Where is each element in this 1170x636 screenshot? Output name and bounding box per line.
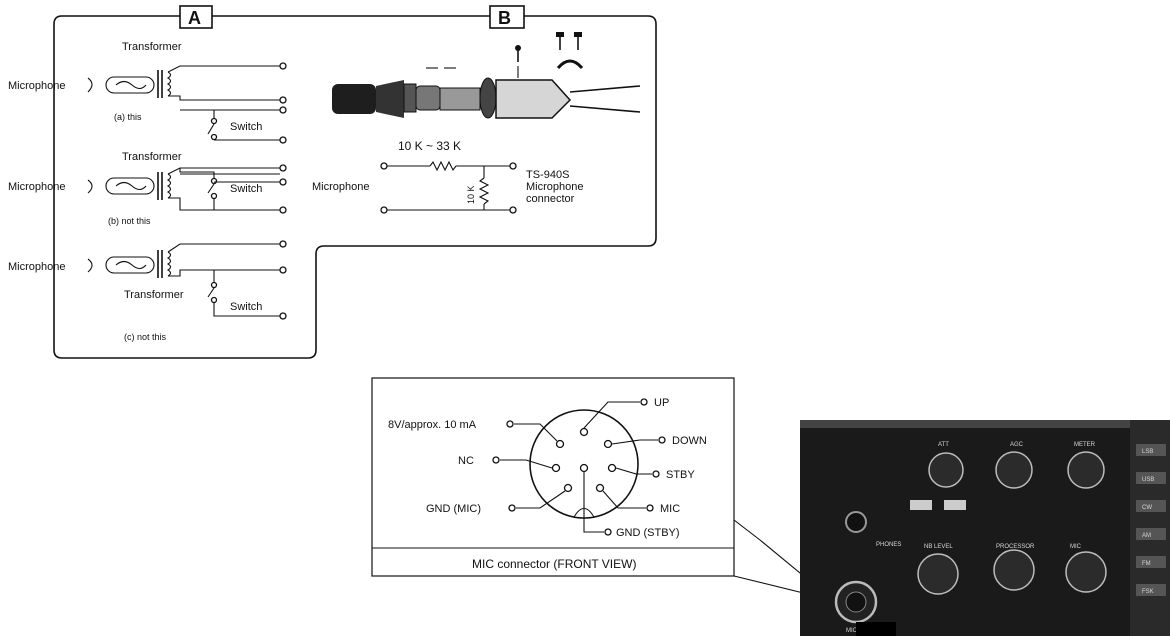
resistor-range-label: 10 K ~ 33 K: [398, 139, 461, 153]
mode-buttons: LSB USB CW AM FM FSK: [1136, 444, 1166, 596]
mic-connector-caption: MIC connector (FRONT VIEW): [472, 557, 636, 571]
mode-button[interactable]: [1136, 584, 1166, 596]
pin-mic-label: MIC: [660, 503, 680, 515]
transformer-coil: [166, 173, 172, 199]
pin-gnd-mic-label: GND (MIC): [426, 503, 481, 515]
circuit-a-transformer-label: Transformer: [122, 41, 182, 53]
phones-jack[interactable]: [845, 511, 867, 533]
circuit-a: Transformer Microphone Switch (a) this: [8, 41, 287, 144]
circuit-c-caption: (c) not this: [124, 332, 167, 342]
mode-button[interactable]: [1136, 444, 1166, 456]
circuit-b-mic-label: Microphone: [8, 181, 65, 193]
pin-up-label: UP: [654, 397, 669, 409]
mic-gain-knob[interactable]: [1065, 551, 1107, 593]
circuit-b-switch-label: Switch: [230, 183, 262, 195]
mic-icon: [87, 258, 93, 273]
front-panel-photo: ATT AGC METER PHONES MIC NB LEVEL PROCES…: [800, 420, 1170, 636]
plug-drawing: [332, 32, 641, 119]
panel-nb-level-label: NB LEVEL: [924, 544, 953, 550]
section-b-schematic: 10 K ~ 33 K 10 K Microphone TS-940S Micr…: [312, 139, 583, 214]
panel-phones-label: PHONES: [876, 542, 901, 548]
shunt-resistor-label: 10 K: [466, 185, 476, 204]
panel-meter-label: METER: [1074, 442, 1096, 448]
circuit-b: Transformer Microphone Switch (b) not th…: [8, 151, 287, 226]
mic-connector-frame: [371, 377, 735, 577]
mode-button[interactable]: [1136, 528, 1166, 540]
pin-nc-label: NC: [458, 455, 474, 467]
svg-text:FSK: FSK: [1142, 589, 1154, 595]
mode-button[interactable]: [1136, 472, 1166, 484]
pin-stby-label: STBY: [666, 469, 695, 481]
ab-frame: [53, 15, 657, 359]
mic-icon: [87, 77, 93, 93]
connector-label-1: TS-940S: [526, 169, 569, 181]
mic-capsule: [105, 76, 155, 94]
meter-knob[interactable]: [1067, 451, 1105, 489]
shunt-resistor: [478, 177, 490, 205]
tag-b: B: [498, 8, 511, 28]
mic-connector-figure: MIC connector (FRONT VIEW) UP DOWN STBY …: [371, 377, 841, 607]
processor-knob[interactable]: [993, 549, 1035, 591]
svg-text:AM: AM: [1142, 533, 1151, 539]
circuit-a-caption: (a) this: [114, 112, 142, 122]
panel-agc-label: AGC: [1010, 442, 1024, 448]
connector-label-2: Microphone: [526, 181, 583, 193]
circuit-c-switch-label: Switch: [230, 301, 262, 313]
pin-8v-label: 8V/approx. 10 mA: [388, 419, 477, 431]
svg-text:FM: FM: [1142, 561, 1151, 567]
panel-att-label: ATT: [938, 442, 949, 448]
pin-gnd-stby-label: GND (STBY): [616, 527, 680, 539]
panel-mic-pwr-label: MIC: [1070, 544, 1082, 550]
series-resistor: [429, 160, 457, 172]
circuit-b-transformer-label: Transformer: [122, 151, 182, 163]
panel-mic-label: MIC: [846, 628, 858, 634]
circuit-a-mic-label: Microphone: [8, 80, 65, 92]
att-knob[interactable]: [928, 452, 964, 488]
section-b-mic-label: Microphone: [312, 181, 369, 193]
svg-text:LSB: LSB: [1142, 449, 1153, 455]
mode-button[interactable]: [1136, 500, 1166, 512]
mic-capsule: [105, 177, 155, 195]
tag-a: A: [188, 8, 201, 28]
transformer-coil: [166, 251, 172, 277]
pin-down-label: DOWN: [672, 435, 707, 447]
circuit-c-transformer-label: Transformer: [124, 289, 184, 301]
transformer-coil: [166, 71, 172, 97]
mic-icon: [87, 179, 93, 194]
connector-label-3: connector: [526, 193, 575, 205]
circuit-c: Microphone Transformer Switch (c) not th…: [8, 240, 287, 342]
mic-capsule: [105, 256, 155, 274]
svg-text:USB: USB: [1142, 477, 1154, 483]
circuit-a-switch-label: Switch: [230, 121, 262, 133]
mode-button[interactable]: [1136, 556, 1166, 568]
nb-level-knob[interactable]: [917, 553, 959, 595]
circuit-b-caption: (b) not this: [108, 216, 151, 226]
agc-knob[interactable]: [995, 451, 1033, 489]
tag-b-box: [489, 5, 525, 29]
tag-a-box: [179, 5, 213, 29]
svg-text:CW: CW: [1142, 505, 1152, 511]
circuit-c-mic-label: Microphone: [8, 261, 65, 273]
panel-processor-label: PROCESSOR: [996, 544, 1035, 550]
